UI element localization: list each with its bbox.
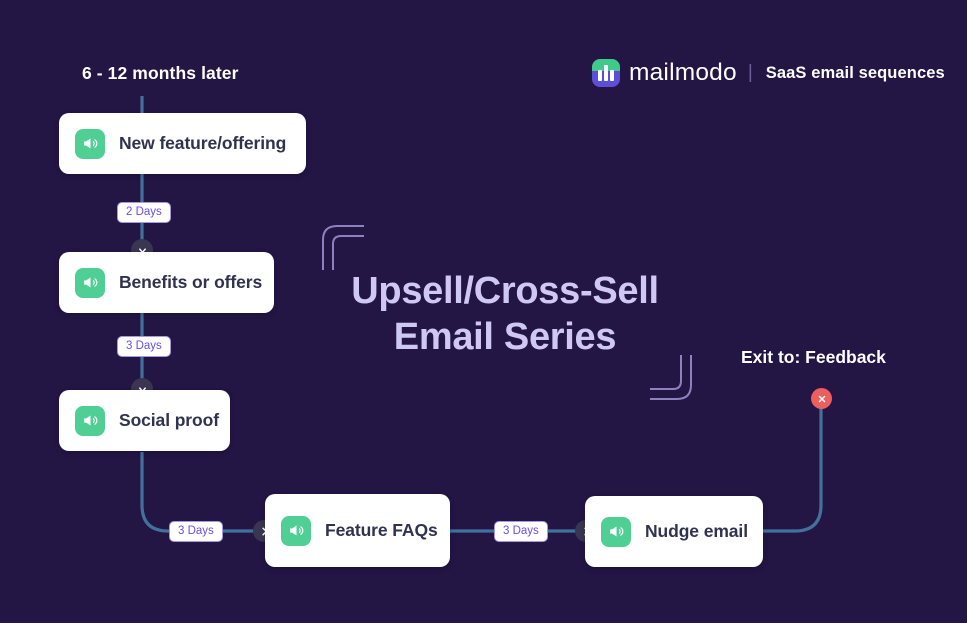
page-title: Upsell/Cross-Sell Email Series bbox=[305, 268, 705, 360]
delay-pill-3-days-a[interactable]: 3 Days bbox=[117, 336, 171, 357]
node-label: Social proof bbox=[119, 410, 219, 430]
timeline-start-label: 6 - 12 months later bbox=[82, 63, 239, 83]
node-benefits-or-offers[interactable]: Benefits or offers bbox=[59, 252, 274, 313]
decorative-corner-top-left bbox=[322, 225, 364, 270]
chevron-down-icon bbox=[138, 247, 146, 253]
brand-lockup: mailmodo | SaaS email sequences bbox=[592, 59, 945, 87]
delay-pill-3-days-b[interactable]: 3 Days bbox=[169, 521, 223, 542]
megaphone-icon bbox=[601, 516, 631, 547]
node-label: Nudge email bbox=[645, 521, 748, 541]
delay-pill-2-days[interactable]: 2 Days bbox=[117, 202, 171, 223]
close-x-icon bbox=[818, 395, 825, 402]
brand-tagline: SaaS email sequences bbox=[765, 63, 945, 82]
node-feature-faqs[interactable]: Feature FAQs bbox=[265, 494, 450, 567]
page-title-line-2: Email Series bbox=[393, 316, 617, 358]
delay-pill-3-days-c[interactable]: 3 Days bbox=[494, 521, 548, 542]
megaphone-icon bbox=[281, 515, 311, 546]
mailmodo-bar-logo-icon bbox=[592, 59, 620, 87]
brand-name: mailmodo bbox=[629, 59, 737, 86]
node-label: New feature/offering bbox=[119, 133, 287, 153]
node-label: Benefits or offers bbox=[119, 272, 263, 292]
megaphone-icon bbox=[75, 267, 105, 298]
decorative-corner-bottom-right bbox=[650, 355, 692, 400]
megaphone-icon bbox=[75, 128, 105, 159]
node-social-proof[interactable]: Social proof bbox=[59, 390, 230, 451]
node-new-feature-offering[interactable]: New feature/offering bbox=[59, 113, 306, 174]
brand-separator: | bbox=[747, 62, 753, 83]
node-label: Feature FAQs bbox=[325, 520, 438, 540]
page-title-line-1: Upsell/Cross-Sell bbox=[351, 270, 659, 312]
megaphone-icon bbox=[75, 405, 105, 436]
node-nudge-email[interactable]: Nudge email bbox=[585, 496, 763, 567]
exit-label: Exit to: Feedback bbox=[741, 347, 886, 367]
exit-marker-close-icon[interactable] bbox=[811, 388, 832, 409]
